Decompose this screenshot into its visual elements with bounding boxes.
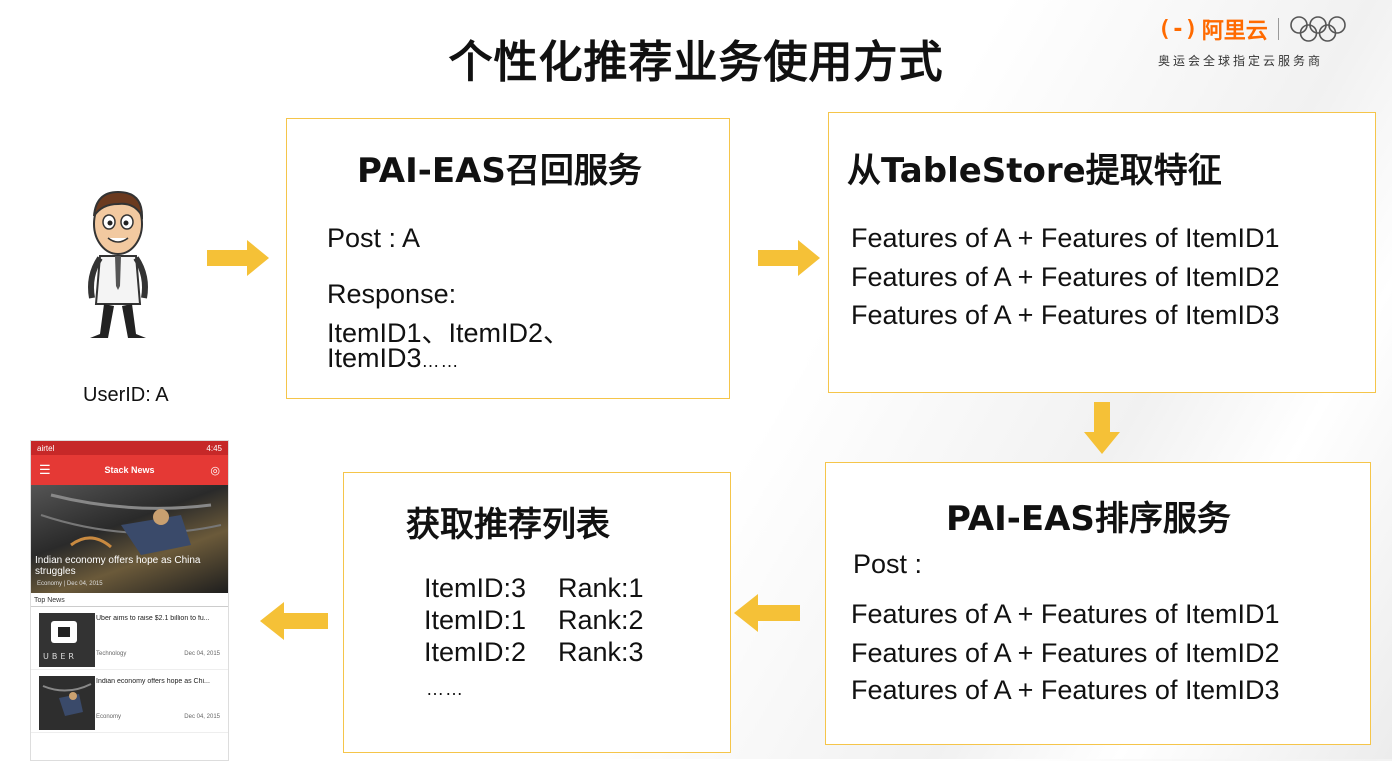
user-avatar-icon [88,190,148,338]
list-row-item: ItemID:2 [424,637,527,667]
aliyun-logo: (-) 阿里云 奥运会全球指定云服务商 [1158,14,1358,74]
recall-service-box: PAI-EAS召回服务 Post : A Response: ItemID1、I… [286,118,730,399]
news-item-title: Indian economy offers hope as Chi... [96,678,210,685]
hero-article[interactable]: Indian economy offers hope as China stru… [31,485,228,593]
rank-feature-line: Features of A + Features of ItemID1 [851,599,1280,629]
list-row-rank: Rank:2 [558,605,644,635]
section-header: Top News [31,593,228,607]
rank-post: Post : [853,549,923,579]
rank-feature-line: Features of A + Features of ItemID2 [851,638,1280,668]
phone-carrier: airtel [37,443,55,453]
recall-response-dots: …… [421,351,460,371]
rank-service-box: PAI-EAS排序服务 Post : Features of A + Featu… [825,462,1371,745]
features-box-title: 从TableStore提取特征 [847,151,1222,191]
uber-thumbnail: UBER [39,613,95,667]
list-dots: …… [426,679,464,699]
menu-icon[interactable]: ☰ [39,462,51,477]
aliyun-mark-icon: (-) [1158,16,1198,42]
recall-response-line1: ItemID1、ItemID2、 [327,318,571,348]
hero-title: Indian economy offers hope as China stru… [35,555,201,577]
list-box-title: 获取推荐列表 [406,505,610,545]
recall-response-line2: ItemID3…… [327,343,460,374]
phone-status-bar: airtel 4:45 [31,441,228,455]
list-row-rank: Rank:1 [558,573,644,603]
news-list-item[interactable]: Indian economy offers hope as Chi... Eco… [31,670,228,733]
news-item-date: Dec 04, 2015 [184,714,220,720]
list-row-item: ItemID:1 [424,605,527,635]
feature-line: Features of A + Features of ItemID1 [851,223,1280,253]
rank-feature-line: Features of A + Features of ItemID3 [851,675,1280,705]
phone-time: 4:45 [206,443,222,453]
recall-box-title: PAI-EAS召回服务 [357,151,642,191]
arrow-down-icon [1084,402,1120,454]
news-item-title: Uber aims to raise $2.1 billion to fu... [96,615,210,622]
recall-post: Post : A [327,223,421,253]
hero-image [40,493,222,555]
feature-extract-box: 从TableStore提取特征 Features of A + Features… [828,112,1376,393]
logo-subtitle: 奥运会全球指定云服务商 [1158,54,1324,68]
news-item-category: Economy [96,714,122,720]
app-title: Stack News [104,465,155,475]
recall-response-items: ItemID3 [327,343,422,373]
user-id-label: UserID: A [83,384,169,406]
arrow-left-icon [734,594,800,632]
arrow-right-icon [758,240,820,276]
feature-line: Features of A + Features of ItemID2 [851,262,1280,292]
rank-box-title: PAI-EAS排序服务 [946,499,1231,539]
news-item-category: Technology [96,651,127,657]
news-item-date: Dec 04, 2015 [184,651,220,657]
app-toolbar: ☰ Stack News ◎ [31,455,228,485]
olympic-rings-icon [1289,16,1346,42]
news-list-item[interactable]: UBER Uber aims to raise $2.1 billion to … [31,607,228,670]
logo-divider [1277,18,1279,40]
feature-line: Features of A + Features of ItemID3 [851,300,1280,330]
page-title: 个性化推荐业务使用方式 [448,37,944,88]
logo-brand: 阿里云 [1201,19,1268,44]
hero-meta: Economy | Dec 04, 2015 [37,581,103,587]
list-row-item: ItemID:3 [424,573,527,603]
arrow-left-icon [260,602,328,640]
recall-response-label: Response: [327,279,457,309]
recommend-list-box: 获取推荐列表 ItemID:3 Rank:1 ItemID:1 Rank:2 I… [343,472,731,753]
news-app-phone: airtel 4:45 ☰ Stack News ◎ Indian econom… [30,440,229,761]
list-row-rank: Rank:3 [558,637,644,667]
arrow-right-icon [207,240,269,276]
globe-icon[interactable]: ◎ [210,464,220,477]
economy-thumbnail [39,676,95,730]
svg-text:UBER: UBER [43,652,77,661]
